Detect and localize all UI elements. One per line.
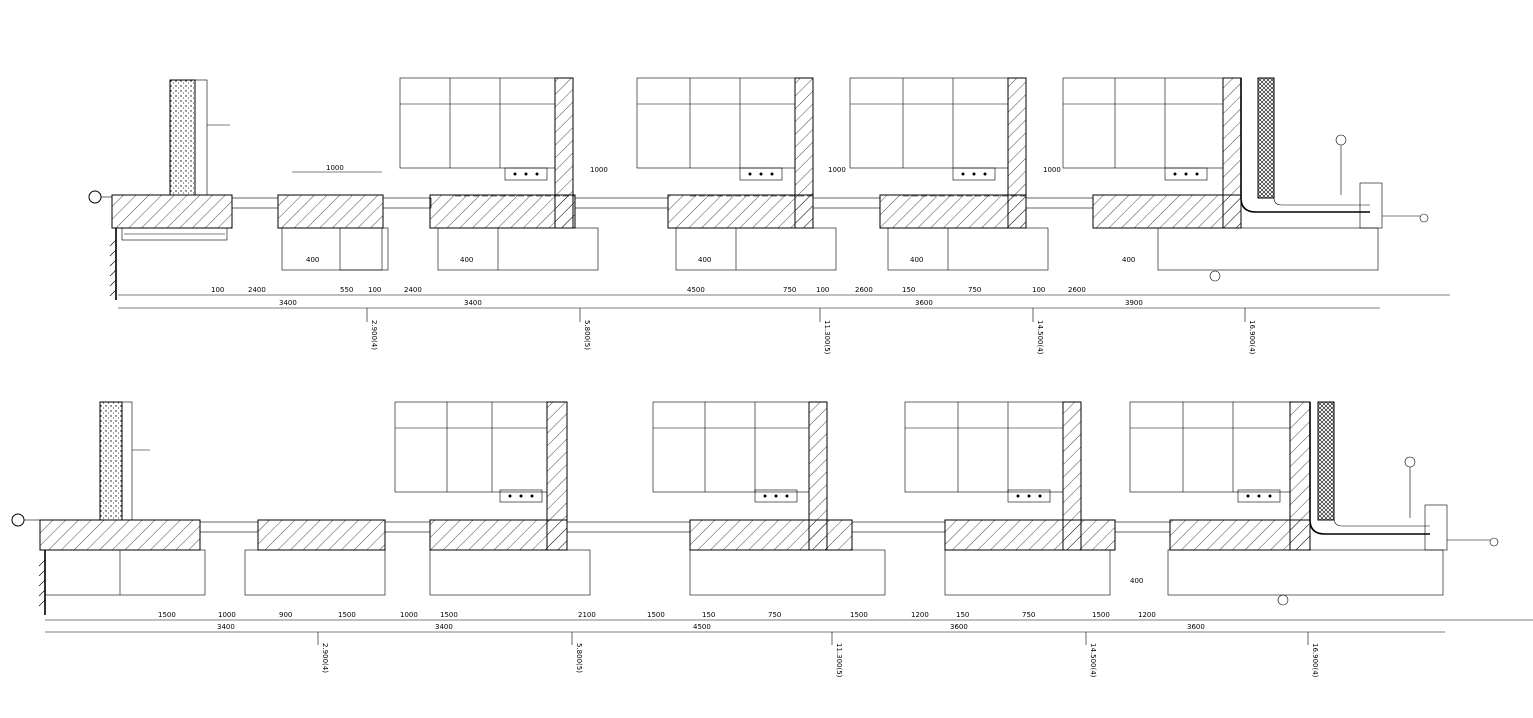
dimension-label: 3600	[950, 623, 968, 631]
dimension-label: 550	[340, 286, 353, 294]
elevation-mark: 14.500(4)	[1085, 632, 1097, 678]
dimension-label: 1000	[1043, 166, 1061, 174]
dimension-label: 4500	[693, 623, 711, 631]
concrete-column	[99, 401, 123, 521]
bay-unit-corner	[1062, 77, 1429, 282]
dimension-label: 900	[279, 611, 292, 619]
dimension-label: 400	[460, 256, 473, 264]
elevation-mark: 5.800(5)	[571, 632, 583, 673]
svg-text:14.500(4): 14.500(4)	[1036, 320, 1044, 355]
dimension-label: 3400	[279, 299, 297, 307]
dimension-label: 1000	[828, 166, 846, 174]
dimension-label: 150	[902, 286, 915, 294]
dimension-label: 1200	[911, 611, 929, 619]
dimension-label: 3400	[464, 299, 482, 307]
dimension-label: 400	[910, 256, 923, 264]
dimension-label: 2600	[1068, 286, 1086, 294]
bay-unit	[849, 77, 1049, 271]
dimension-label: 750	[1022, 611, 1035, 619]
dimension-label: 400	[1122, 256, 1135, 264]
svg-text:2.900(4): 2.900(4)	[321, 643, 329, 673]
floor-slab	[111, 194, 233, 229]
elevation-mark: 2.900(4)	[317, 632, 329, 673]
bay-unit	[652, 401, 886, 596]
dimension-label: 750	[783, 286, 796, 294]
top-plan: 100 2400 550 100 2400 4500 750 100 2600 …	[88, 77, 1450, 355]
svg-text:5.800(5): 5.800(5)	[583, 320, 591, 350]
elevation-mark: 16.900(4)	[1307, 632, 1319, 678]
dimension-label: 1500	[1092, 611, 1110, 619]
dimension-label: 1000	[400, 611, 418, 619]
dimension-label: 3400	[435, 623, 453, 631]
svg-text:11.300(5): 11.300(5)	[835, 643, 843, 678]
dimension-label: 100	[211, 286, 224, 294]
dimension-label: 3900	[1125, 299, 1143, 307]
elevation-mark: 16.900(4)	[1244, 308, 1256, 355]
dimension-label: 150	[702, 611, 715, 619]
dimension-label: 1500	[850, 611, 868, 619]
dimension-label: 400	[698, 256, 711, 264]
dimension-label: 1200	[1138, 611, 1156, 619]
dimension-label: 100	[816, 286, 829, 294]
dimension-label: 750	[768, 611, 781, 619]
elevation-mark: 11.300(5)	[831, 632, 843, 678]
dimension-label: 1000	[218, 611, 236, 619]
dimension-label: 750	[968, 286, 981, 294]
svg-text:16.900(4): 16.900(4)	[1311, 643, 1319, 678]
dimension-label: 1500	[338, 611, 356, 619]
dimension-label: 150	[956, 611, 969, 619]
concrete-column	[169, 79, 196, 196]
bay-unit	[904, 401, 1116, 596]
grid-reference-circle	[11, 513, 25, 527]
bay-unit	[394, 401, 591, 596]
dimension-label: 100	[368, 286, 381, 294]
floor-slab	[277, 194, 384, 229]
elevation-mark: 14.500(4)	[1032, 308, 1044, 355]
svg-text:16.900(4): 16.900(4)	[1248, 320, 1256, 355]
dimension-label: 3600	[1187, 623, 1205, 631]
dimension-label: 100	[1032, 286, 1045, 294]
dimension-label: 400	[1130, 577, 1143, 585]
elevation-mark: 5.800(5)	[579, 308, 591, 350]
dimension-label: 400	[306, 256, 319, 264]
bottom-plan: 1500 1000 900 1500 1000 1500 2100 1500 1…	[11, 401, 1533, 678]
dimension-label: 2400	[248, 286, 266, 294]
dimension-label: 4500	[687, 286, 705, 294]
svg-text:5.800(5): 5.800(5)	[575, 643, 583, 673]
dimension-label: 1500	[647, 611, 665, 619]
floor-slab	[39, 519, 201, 551]
bay-unit	[636, 77, 837, 271]
dimension-label: 1500	[158, 611, 176, 619]
elevation-mark: 11.300(5)	[819, 308, 831, 355]
dimension-label: 1500	[440, 611, 458, 619]
grid-reference-circle	[88, 190, 102, 204]
bay-unit	[399, 77, 599, 271]
dimension-label: 2100	[578, 611, 596, 619]
bay-unit-corner	[1129, 401, 1499, 606]
dimension-label: 1000	[590, 166, 608, 174]
dimension-label: 2400	[404, 286, 422, 294]
elevation-mark: 2.900(4)	[366, 308, 378, 350]
svg-text:2.900(4): 2.900(4)	[370, 320, 378, 350]
dimension-label: 3600	[915, 299, 933, 307]
floor-slab	[257, 519, 386, 551]
dimension-label: 3400	[217, 623, 235, 631]
svg-text:14.500(4): 14.500(4)	[1089, 643, 1097, 678]
dimension-label: 2600	[855, 286, 873, 294]
dimension-label: 1000	[326, 164, 344, 172]
svg-text:11.300(5): 11.300(5)	[823, 320, 831, 355]
